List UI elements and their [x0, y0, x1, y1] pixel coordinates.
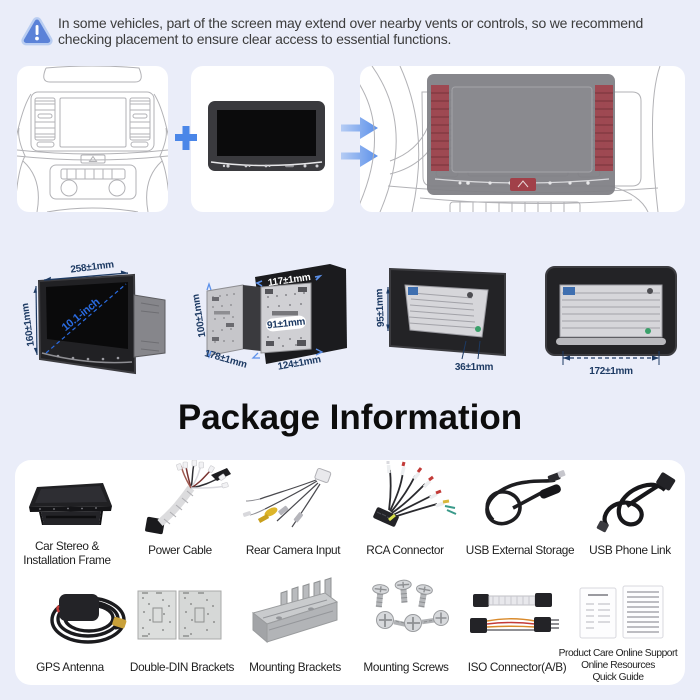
svg-text:36±1mm: 36±1mm: [455, 362, 494, 373]
svg-text:100±1mm: 100±1mm: [191, 293, 209, 338]
svg-text:258±1mm: 258±1mm: [70, 259, 115, 275]
svg-text:172±1mm: 172±1mm: [589, 366, 633, 377]
svg-text:95±1mm: 95±1mm: [374, 288, 387, 327]
svg-text:160±1mm: 160±1mm: [20, 302, 37, 347]
svg-text:91±1mm: 91±1mm: [267, 316, 307, 331]
